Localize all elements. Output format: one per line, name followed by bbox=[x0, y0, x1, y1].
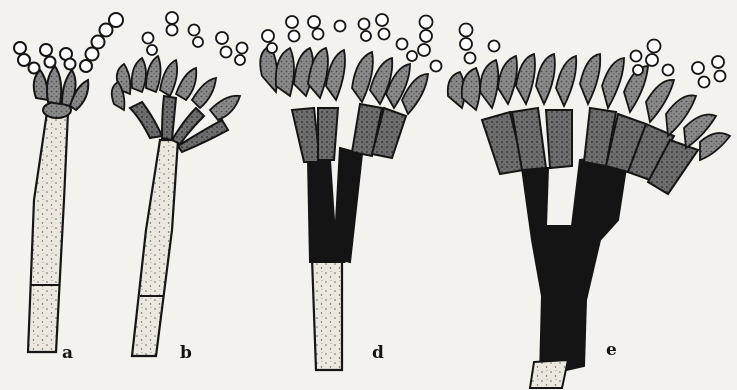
stipe-d bbox=[312, 258, 342, 370]
conidiophore-e bbox=[448, 24, 730, 389]
phialides-d bbox=[260, 46, 428, 114]
conidiophore-a bbox=[14, 13, 123, 352]
phialides-a bbox=[34, 66, 89, 110]
panel-label-e: e bbox=[606, 340, 617, 360]
conidia-chain-a bbox=[14, 13, 123, 74]
dark-rami-d bbox=[308, 148, 362, 262]
stipe-a bbox=[28, 112, 68, 352]
stipe-b bbox=[132, 140, 178, 356]
metulae-b bbox=[130, 96, 228, 152]
panel-label-d: d bbox=[372, 343, 384, 363]
panel-label-b: b bbox=[180, 343, 192, 363]
conidiophore-d bbox=[260, 14, 441, 370]
conidiophore-b bbox=[112, 12, 248, 356]
stipe-base-e bbox=[530, 360, 568, 388]
panel-label-a: a bbox=[62, 343, 73, 363]
